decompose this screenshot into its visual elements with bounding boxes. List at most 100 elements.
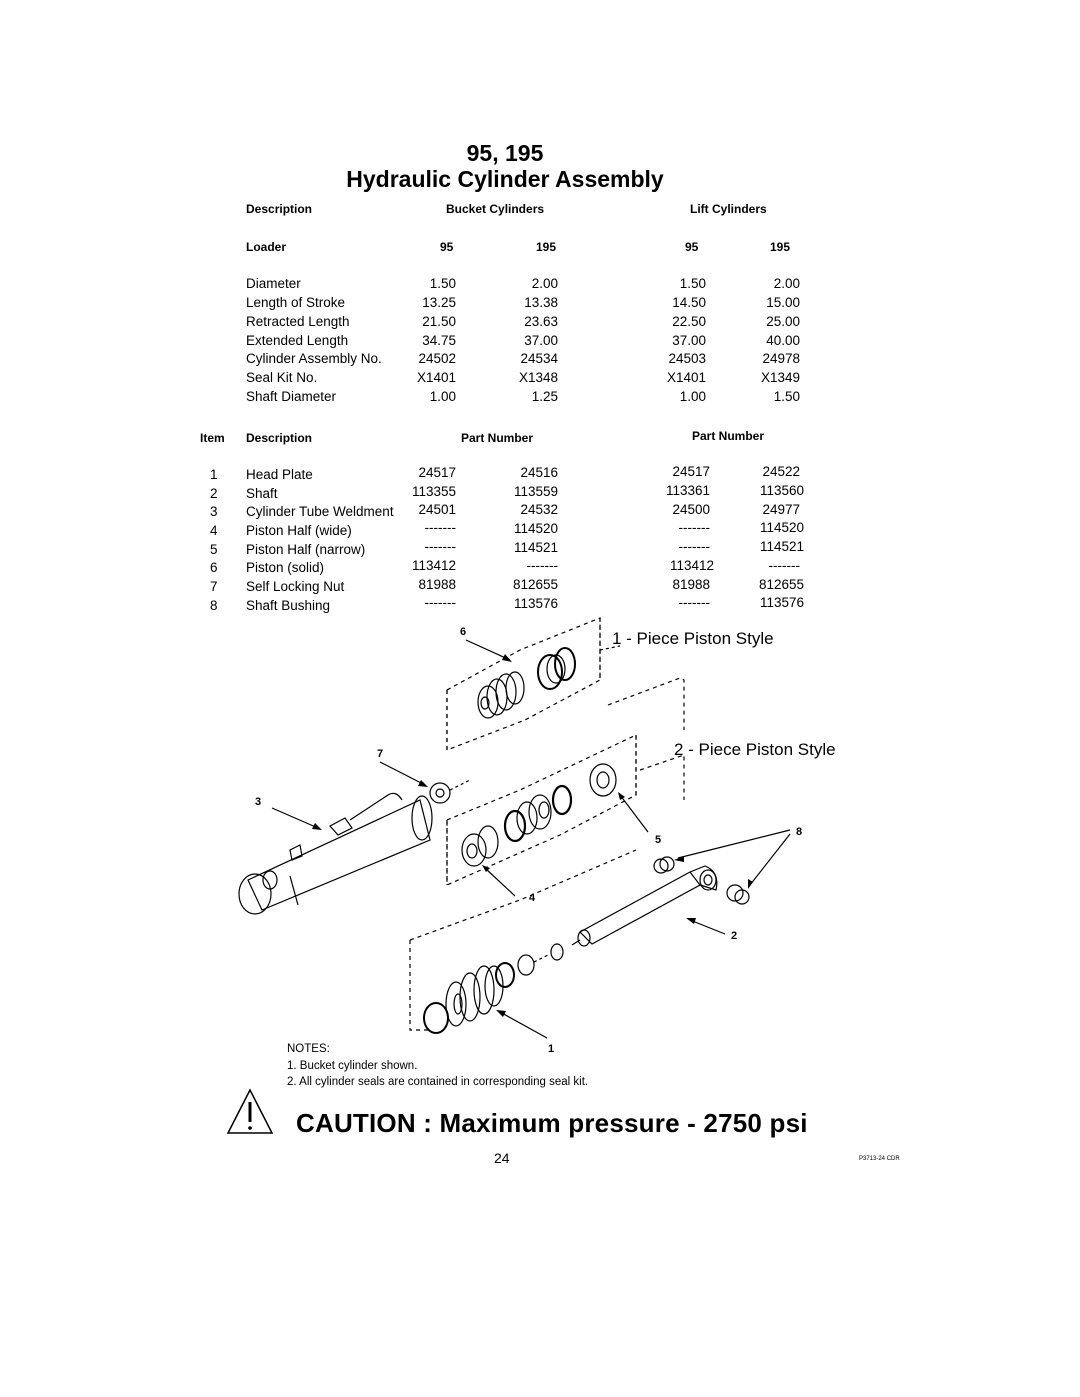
parts-header-lift-pn: Part Number xyxy=(692,429,765,443)
parts-cell: ------- xyxy=(526,558,558,573)
warning-icon xyxy=(226,1088,274,1134)
parts-label: Head Plate xyxy=(246,467,313,482)
spec-cell: 15.00 xyxy=(766,295,800,310)
two-piece-piston-label: 2 - Piece Piston Style xyxy=(674,740,836,759)
spec-cell: X1349 xyxy=(760,370,800,385)
parts-item: 2 xyxy=(210,486,218,501)
spec-header-description: Description xyxy=(246,202,313,216)
parts-cell: 113560 xyxy=(759,483,804,498)
parts-item: 7 xyxy=(210,579,218,594)
parts-cell: 24532 xyxy=(520,502,558,517)
spec-cell: 23.63 xyxy=(524,314,558,329)
parts-cell: 113576 xyxy=(759,595,804,610)
spec-cell: 1.50 xyxy=(429,276,456,291)
spec-cell: 13.25 xyxy=(422,295,456,310)
parts-cell: 24501 xyxy=(418,502,456,517)
parts-cell: 24522 xyxy=(762,464,800,479)
spec-cell: X1348 xyxy=(518,370,558,385)
spec-cell: 1.50 xyxy=(773,389,800,404)
parts-item: 3 xyxy=(210,504,218,519)
spec-row-label: Seal Kit No. xyxy=(246,370,318,385)
spec-cell: 1.50 xyxy=(679,276,706,291)
parts-cell: ------- xyxy=(768,558,800,573)
parts-cell: ------- xyxy=(678,595,710,610)
caution-text: CAUTION : Maximum pressure - 2750 psi xyxy=(296,1108,808,1138)
parts-item: 5 xyxy=(210,542,218,557)
parts-cell: 24500 xyxy=(672,502,710,517)
spec-cell: 40.00 xyxy=(766,333,800,348)
page-title: Hydraulic Cylinder Assembly xyxy=(346,166,664,192)
parts-cell: 24517 xyxy=(672,464,710,479)
parts-cell: 114520 xyxy=(759,520,804,535)
parts-cell: 812655 xyxy=(512,577,558,592)
parts-label: Cylinder Tube Weldment xyxy=(246,504,394,519)
parts-header-bucket-pn: Part Number xyxy=(461,431,534,445)
parts-label: Shaft Bushing xyxy=(246,598,331,613)
spec-cell: X1401 xyxy=(666,370,706,385)
spec-row-label: Retracted Length xyxy=(246,314,350,329)
spec-cell: 24503 xyxy=(668,351,706,366)
spec-row-label: Cylinder Assembly No. xyxy=(246,351,382,366)
parts-cell: 114520 xyxy=(513,521,558,536)
parts-cell: ------- xyxy=(678,520,710,535)
parts-label: Piston Half (wide) xyxy=(246,523,352,538)
spec-cell: X1401 xyxy=(416,370,456,385)
parts-cell: ------- xyxy=(424,539,456,554)
callout-3: 3 xyxy=(255,796,262,808)
callout-6: 6 xyxy=(460,626,467,638)
spec-cell: 2.00 xyxy=(773,276,800,291)
loader-bucket-195: 195 xyxy=(536,240,557,254)
parts-cell: 113412 xyxy=(669,558,714,573)
spec-cell: 24534 xyxy=(520,351,558,366)
parts-cell: 113361 xyxy=(665,483,710,498)
parts-cell: 113559 xyxy=(513,484,558,499)
note-item: 2. All cylinder seals are contained in c… xyxy=(287,1076,589,1088)
spec-header-bucket: Bucket Cylinders xyxy=(446,202,545,216)
spec-cell: 13.38 xyxy=(524,295,558,310)
spec-cell: 1.00 xyxy=(679,389,706,404)
spec-cell: 37.00 xyxy=(672,333,706,348)
callout-1: 1 xyxy=(548,1043,555,1055)
parts-item: 8 xyxy=(210,598,218,613)
parts-cell: 113576 xyxy=(513,596,558,611)
parts-label: Piston (solid) xyxy=(246,560,325,575)
parts-label: Shaft xyxy=(246,486,278,501)
page-title-models: 95, 195 xyxy=(466,140,544,166)
spec-cell: 24502 xyxy=(418,351,456,366)
parts-cell: 812655 xyxy=(758,577,804,592)
spec-header-lift: Lift Cylinders xyxy=(690,202,767,216)
parts-item: 1 xyxy=(210,467,218,482)
spec-cell: 34.75 xyxy=(422,333,456,348)
spec-cell: 21.50 xyxy=(422,314,456,329)
parts-cell: 81988 xyxy=(672,577,710,592)
callout-5: 5 xyxy=(655,834,662,846)
parts-cell: 113412 xyxy=(411,558,456,573)
spec-cell: 2.00 xyxy=(531,276,558,291)
loader-bucket-95: 95 xyxy=(440,240,454,254)
spec-row-label: Diameter xyxy=(246,276,301,291)
note-item: 1. Bucket cylinder shown. xyxy=(287,1060,418,1072)
parts-cell: 24516 xyxy=(520,465,558,480)
spec-cell: 22.50 xyxy=(672,314,706,329)
callout-2: 2 xyxy=(731,930,738,942)
notes-heading: NOTES: xyxy=(287,1043,330,1055)
parts-cell: ------- xyxy=(424,520,456,535)
spec-cell: 1.00 xyxy=(429,389,456,404)
spec-cell: 14.50 xyxy=(672,295,706,310)
parts-cell: ------- xyxy=(678,539,710,554)
loader-lift-195: 195 xyxy=(770,240,791,254)
parts-label: Piston Half (narrow) xyxy=(246,542,366,557)
spec-row-label: Extended Length xyxy=(246,333,349,348)
loader-lift-95: 95 xyxy=(685,240,699,254)
parts-header-item: Item xyxy=(200,431,225,445)
parts-cell: 114521 xyxy=(513,540,558,555)
parts-item: 6 xyxy=(210,560,218,575)
parts-label: Self Locking Nut xyxy=(246,579,345,594)
parts-cell: ------- xyxy=(424,595,456,610)
spec-cell: 24978 xyxy=(762,351,800,366)
one-piece-piston-label: 1 - Piece Piston Style xyxy=(612,629,774,648)
parts-item: 4 xyxy=(210,523,218,538)
callout-4: 4 xyxy=(529,892,536,904)
callout-8: 8 xyxy=(796,826,803,838)
